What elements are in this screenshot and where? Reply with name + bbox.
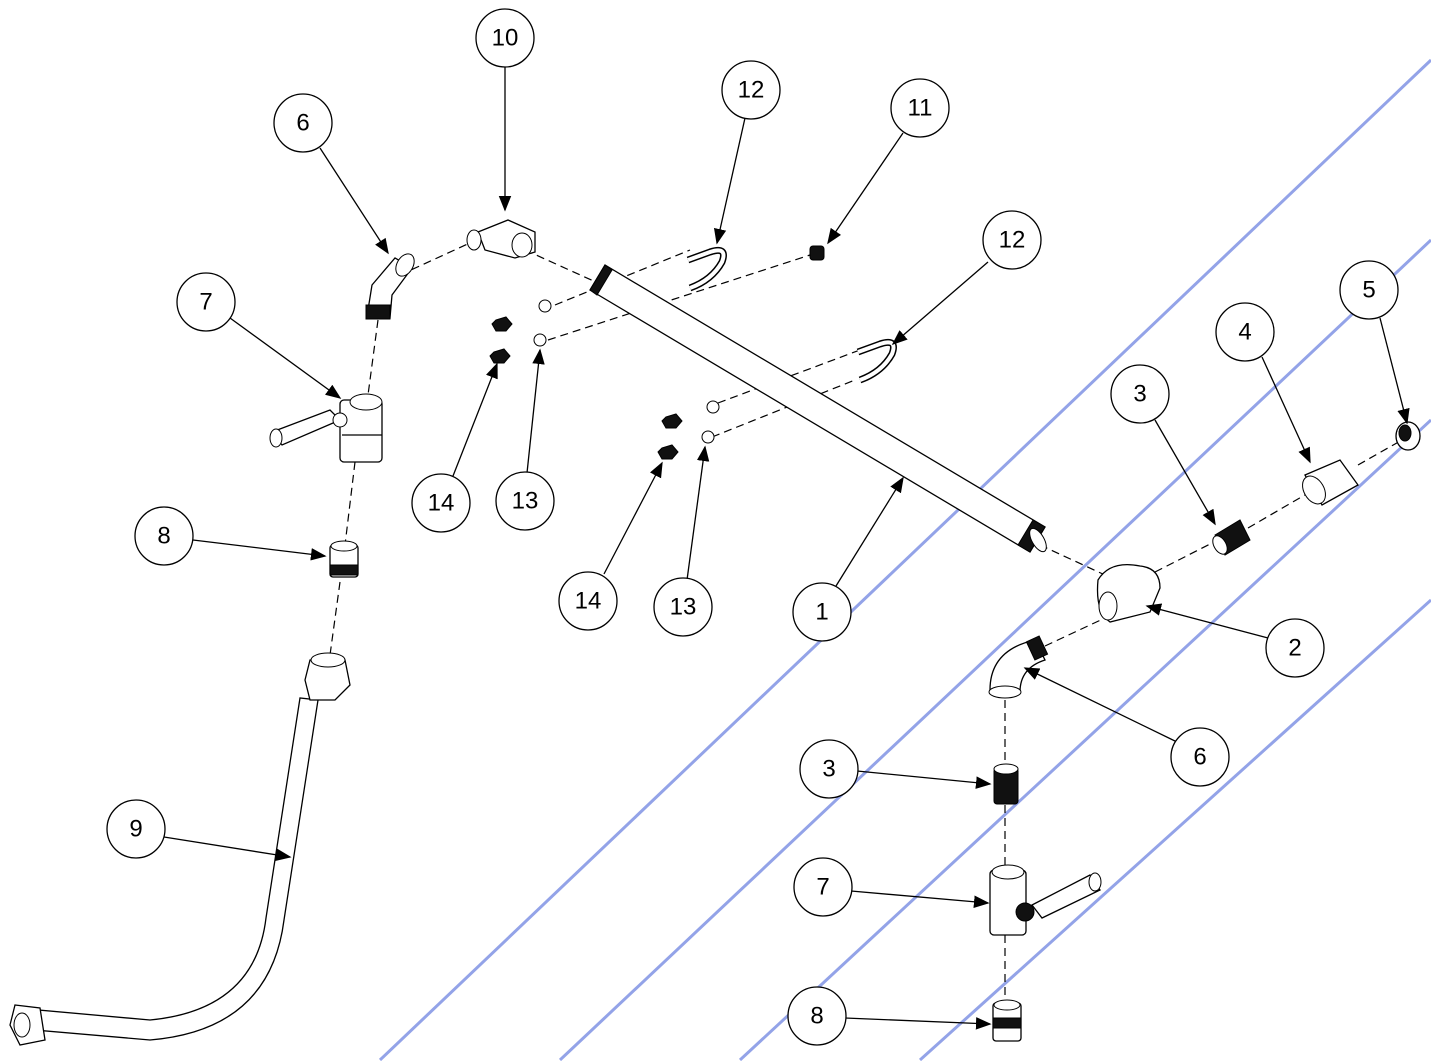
callout-8-upper: 8 xyxy=(134,506,194,566)
callout-9-label: 9 xyxy=(129,816,142,843)
leader-lines xyxy=(163,67,1410,1030)
nuts-washers-upper xyxy=(489,299,552,364)
callout-3-upper-label: 3 xyxy=(1133,381,1146,408)
callout-14-lower: 14 xyxy=(558,571,618,631)
callout-1: 1 xyxy=(792,582,852,642)
callout-2-label: 2 xyxy=(1288,635,1301,662)
callout-7-lower: 7 xyxy=(793,857,853,917)
callout-1-label: 1 xyxy=(815,599,828,626)
adapter-part-8-lower xyxy=(992,999,1022,1042)
callout-10: 10 xyxy=(475,8,535,68)
callout-11: 11 xyxy=(890,78,950,138)
nipple-part-3-lower xyxy=(993,763,1019,805)
callout-13-lower: 13 xyxy=(653,577,713,637)
callout-8-lower: 8 xyxy=(787,986,847,1046)
callout-bubbles: 10 6 12 11 12 7 5 4 3 8 14 13 14 13 1 2 … xyxy=(106,8,1399,1046)
callout-13-lower-label: 13 xyxy=(670,594,697,621)
callout-7-upper-label: 7 xyxy=(199,289,212,316)
watermark xyxy=(378,58,1431,1061)
elbow-part-6-upper xyxy=(365,253,415,320)
callout-13-upper: 13 xyxy=(495,471,555,531)
callout-13-upper-label: 13 xyxy=(512,488,539,515)
callout-11-label: 11 xyxy=(908,95,933,122)
callout-9: 9 xyxy=(106,799,166,859)
callout-8-upper-label: 8 xyxy=(157,523,170,550)
callout-3-lower-label: 3 xyxy=(822,756,835,783)
ball-valve-part-7-upper xyxy=(269,393,383,463)
callout-7-lower-label: 7 xyxy=(816,874,829,901)
callout-12-lower-label: 12 xyxy=(999,227,1026,254)
callout-7-upper: 7 xyxy=(176,272,236,332)
callout-14-upper: 14 xyxy=(411,473,471,533)
elbow-part-6-lower xyxy=(988,635,1049,699)
adapter-part-8-upper xyxy=(329,540,359,578)
ball-valve-part-7-lower xyxy=(989,864,1102,936)
callout-2: 2 xyxy=(1265,618,1325,678)
callout-5-label: 5 xyxy=(1362,277,1375,304)
plug-part-5 xyxy=(1395,421,1421,451)
callout-3-upper: 3 xyxy=(1110,364,1170,424)
nipple-part-3-upper xyxy=(1212,519,1251,556)
callout-12-lower: 12 xyxy=(982,210,1042,270)
callout-6-lower-label: 6 xyxy=(1193,744,1206,771)
tee-part-2 xyxy=(1096,563,1161,623)
hose-part-9 xyxy=(9,652,351,1046)
callout-12-upper-label: 12 xyxy=(738,77,765,104)
u-bolt-part-12-upper xyxy=(686,246,727,292)
callout-14-upper-label: 14 xyxy=(428,490,455,517)
callout-12-upper: 12 xyxy=(721,60,781,120)
u-bolt-part-12-lower xyxy=(856,338,897,384)
pipe-part-1 xyxy=(589,264,1047,553)
callout-10-label: 10 xyxy=(492,25,519,52)
assembly-lines xyxy=(329,241,1403,1000)
nuts-washers-lower xyxy=(657,400,720,460)
callout-8-lower-label: 8 xyxy=(810,1003,823,1030)
callout-6-upper-label: 6 xyxy=(296,110,309,137)
callout-6-lower: 6 xyxy=(1170,727,1230,787)
elbow-fitting-part-10 xyxy=(466,219,536,259)
callout-5: 5 xyxy=(1339,260,1399,320)
plug-part-11 xyxy=(809,245,825,261)
callout-6-upper: 6 xyxy=(273,93,333,153)
callout-4: 4 xyxy=(1215,302,1275,362)
callout-14-lower-label: 14 xyxy=(575,588,602,615)
cap-part-4 xyxy=(1302,459,1359,506)
callout-4-label: 4 xyxy=(1238,319,1251,346)
callout-3-lower: 3 xyxy=(799,739,859,799)
